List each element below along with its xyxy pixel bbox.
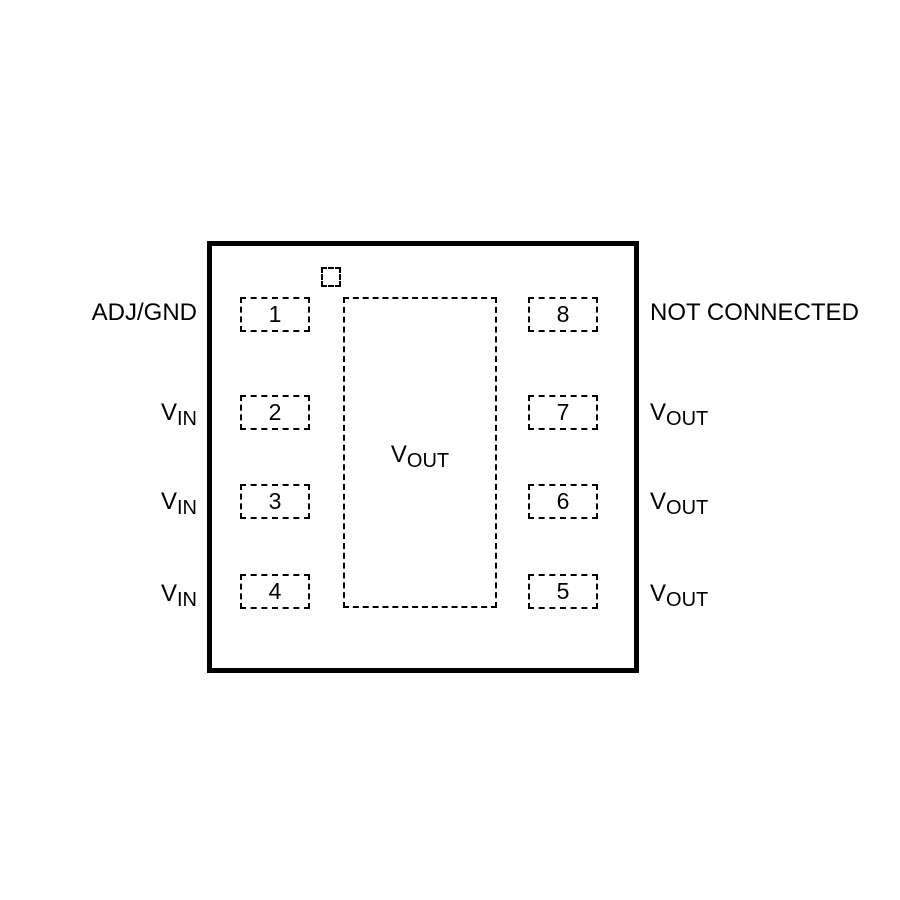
exposed-pad-label: VOUT — [390, 441, 450, 472]
signal-label-pin1: ADJ/GND — [91, 299, 197, 326]
pin-5-number: 5 — [556, 578, 570, 604]
signal-label-pin5: VOUT — [650, 580, 709, 611]
pin-6-number: 6 — [556, 488, 570, 514]
signal-label-pin7: VOUT — [650, 399, 709, 430]
signal-label-pin8: NOT CONNECTED — [650, 299, 859, 326]
package-outline — [207, 241, 639, 673]
pin-7-number: 7 — [556, 399, 570, 425]
pin-7: 7 — [528, 395, 598, 430]
pin-4-number: 4 — [268, 578, 282, 604]
pin-2-number: 2 — [268, 399, 282, 425]
pin-1-number: 1 — [268, 301, 282, 327]
signal-label-pin3: VIN — [160, 488, 197, 519]
pin-4: 4 — [240, 574, 310, 609]
pin-1: 1 — [240, 297, 310, 332]
pin1-indicator — [321, 267, 341, 287]
pin-6: 6 — [528, 484, 598, 519]
exposed-pad: VOUT — [343, 297, 497, 608]
pin-3-number: 3 — [268, 488, 282, 514]
pin-3: 3 — [240, 484, 310, 519]
pin-8: 8 — [528, 297, 598, 332]
pin-2: 2 — [240, 395, 310, 430]
pin-8-number: 8 — [556, 301, 570, 327]
signal-label-pin2: VIN — [160, 399, 197, 430]
pin-5: 5 — [528, 574, 598, 609]
signal-label-pin4: VIN — [160, 580, 197, 611]
signal-label-pin6: VOUT — [650, 488, 709, 519]
